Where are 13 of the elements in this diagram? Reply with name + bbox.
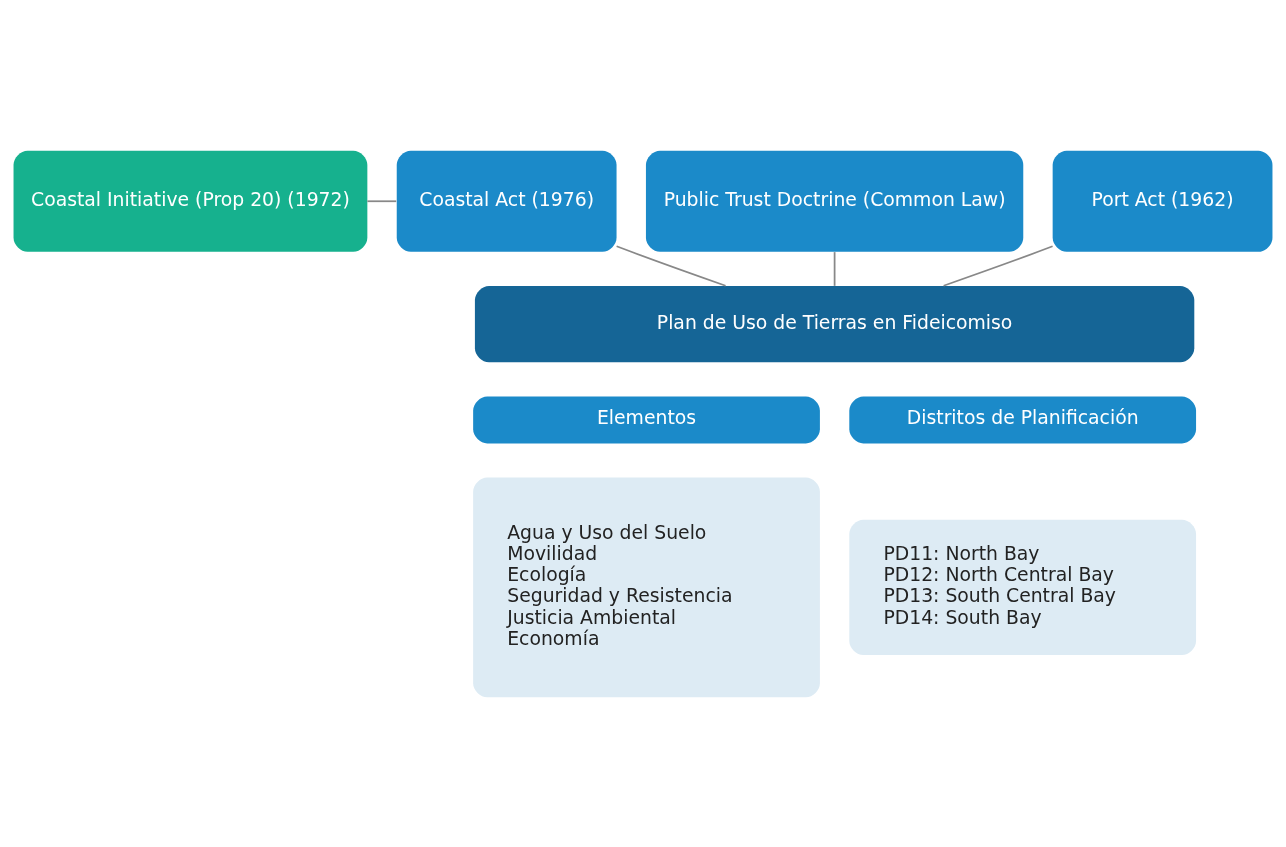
node-box: Public Trust Doctrine (Common Law) [645,150,1024,252]
node-box: Port Act (1962) [1052,150,1273,252]
node-box: PD11: North Bay PD12: North Central Bay PD13: South Central Bay PD14: South Bay [849,519,1197,655]
node-box: Coastal Initiative (Prop 20) (1972) [13,150,368,252]
connector [833,250,836,287]
node-box: Distritos de Planificación [849,395,1197,443]
node-box: Elementos [473,395,820,443]
node-box: Agua y Uso del Suelo Movilidad Ecología Seguridad y Resistencia Justicia Ambiental Economía [473,477,820,697]
connector [942,244,1054,287]
connector [615,244,727,287]
connector [366,199,398,202]
node-box: Plan de Uso de Tierras en Fideicomiso [474,285,1195,362]
node-box: Coastal Act (1976) [396,150,617,252]
